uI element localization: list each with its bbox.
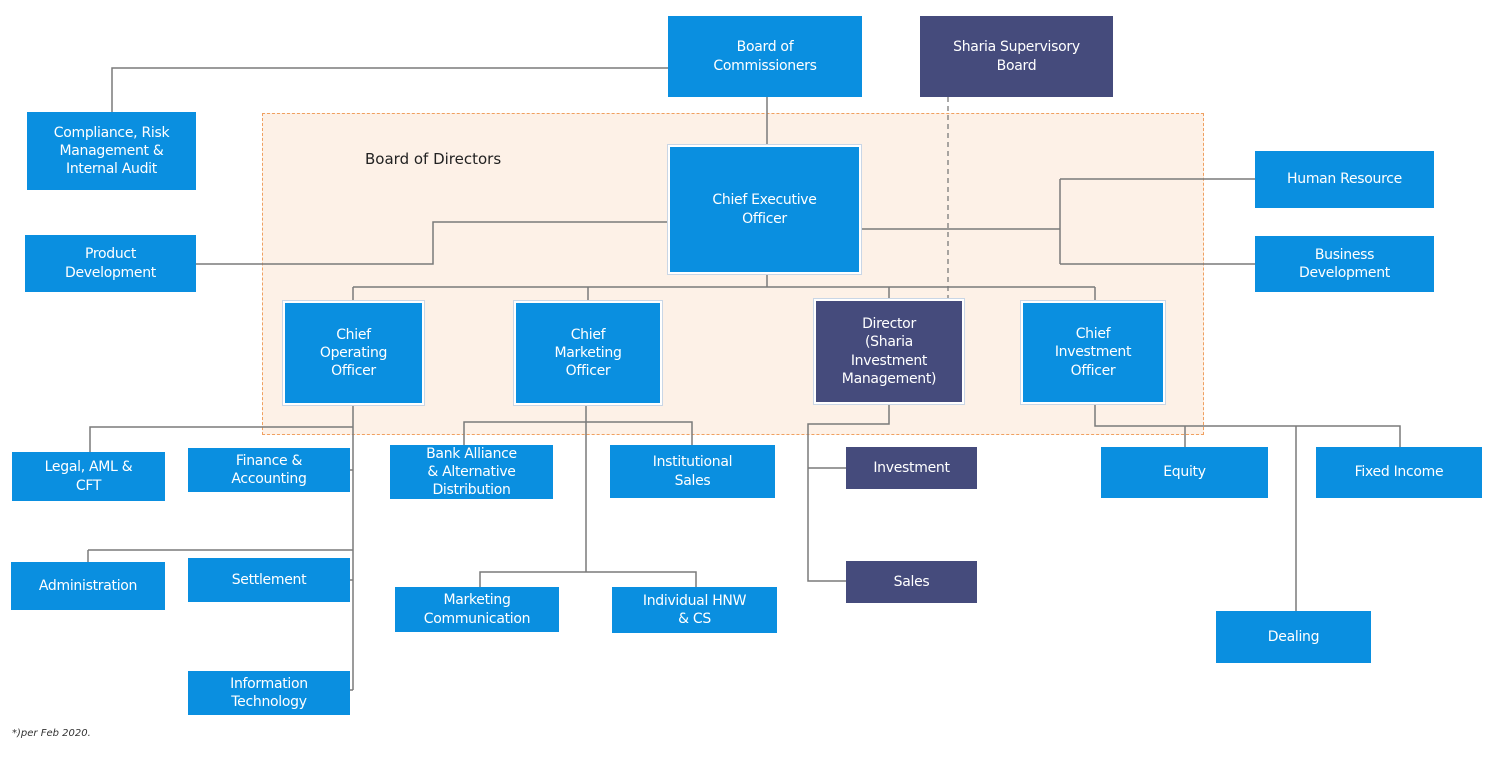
board-of-commissioners-box: Board of Commissioners <box>668 16 862 97</box>
connector-cmo-top <box>463 421 693 445</box>
director-sharia-box: Director (Sharia Investment Management) <box>813 298 965 405</box>
administration-box: Administration <box>11 562 165 610</box>
human-resource-box: Human Resource <box>1255 151 1434 208</box>
legal-aml-cft-box: Legal, AML & CFT <box>12 452 165 501</box>
ceo-box: Chief Executive Officer <box>667 144 862 275</box>
connector-ceo-product <box>196 221 668 265</box>
connector-cio-down <box>1094 404 1401 447</box>
product-development-box: Product Development <box>25 235 196 292</box>
compliance-risk-audit-box: Compliance, Risk Management & Internal A… <box>27 112 196 190</box>
sharia-supervisory-board-box: Sharia Supervisory Board <box>920 16 1113 97</box>
sales-box: Sales <box>846 561 977 603</box>
connector-boc-compliance <box>111 67 668 112</box>
marketing-communication-box: Marketing Communication <box>395 587 559 632</box>
information-technology-box: Information Technology <box>188 671 350 715</box>
footnote: *)per Feb 2020. <box>12 728 91 739</box>
cio-box: Chief Investment Officer <box>1020 300 1166 405</box>
connector-dir-down <box>807 404 890 582</box>
equity-box: Equity <box>1101 447 1268 498</box>
institutional-sales-box: Institutional Sales <box>610 445 775 498</box>
connector-coo-legal <box>89 426 353 452</box>
coo-box: Chief Operating Officer <box>282 300 425 406</box>
investment-box: Investment <box>846 447 977 489</box>
individual-hnw-cs-box: Individual HNW & CS <box>612 587 777 633</box>
finance-accounting-box: Finance & Accounting <box>188 448 350 492</box>
fixed-income-box: Fixed Income <box>1316 447 1482 498</box>
board-of-directors-label: Board of Directors <box>365 150 502 168</box>
connector-cmo-bottom <box>479 571 697 587</box>
settlement-box: Settlement <box>188 558 350 602</box>
cmo-box: Chief Marketing Officer <box>513 300 663 406</box>
business-development-box: Business Development <box>1255 236 1434 292</box>
dealing-box: Dealing <box>1216 611 1371 663</box>
bank-alliance-box: Bank Alliance & Alternative Distribution <box>390 445 553 499</box>
